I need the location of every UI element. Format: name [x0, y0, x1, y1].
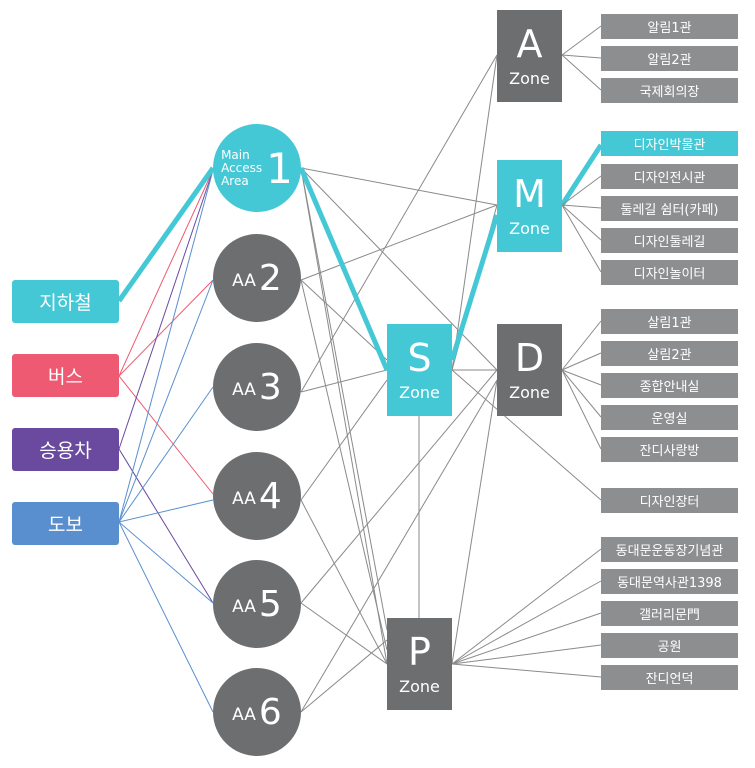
main-access-area-label: Main Access Area — [221, 147, 263, 188]
place-operations-room: 운영실 — [601, 405, 738, 430]
place-history-museum: 동대문역사관1398 — [601, 569, 738, 594]
access-mode-links — [116, 166, 216, 713]
place-allim-1: 알림1관 — [601, 14, 738, 39]
zone-m: M Zone — [497, 160, 562, 252]
place-salim-2: 살림2관 — [601, 341, 738, 366]
access-mode-subway: 지하철 — [12, 280, 119, 323]
place-gallery-gate: 갤러리문門 — [601, 601, 738, 626]
place-jandi-room: 잔디사랑방 — [601, 437, 738, 462]
place-conference-hall: 국제회의장 — [601, 78, 738, 103]
zone-s: S Zone — [387, 324, 452, 416]
main-access-area-number: 1 — [266, 143, 293, 193]
main-path-links — [298, 143, 604, 371]
access-mode-bus: 버스 — [12, 354, 119, 397]
place-dulle-cafe: 둘레길 쉼터(카페) — [601, 196, 738, 221]
place-design-dullegil: 디자인둘레길 — [601, 228, 738, 253]
place-design-market: 디자인장터 — [601, 488, 738, 513]
zone-d: D Zone — [497, 324, 562, 416]
area-zone-links — [300, 54, 602, 713]
access-mode-car: 승용차 — [12, 428, 119, 471]
place-salim-1: 살림1관 — [601, 309, 738, 334]
main-access-area-node: Main Access Area 1 — [213, 124, 301, 212]
place-design-museum: 디자인박물관 — [601, 131, 738, 156]
place-stadium-memorial: 동대문운동장기념관 — [601, 537, 738, 562]
access-mode-walk: 도보 — [12, 502, 119, 545]
zone-p: P Zone — [387, 618, 452, 710]
place-allim-2: 알림2관 — [601, 46, 738, 71]
zone-place-links — [451, 25, 602, 678]
place-grass-hill: 잔디언덕 — [601, 665, 738, 690]
place-design-playground: 디자인놀이터 — [601, 260, 738, 285]
place-park: 공원 — [601, 633, 738, 658]
zone-a: A Zone — [497, 10, 562, 102]
place-info-center: 종합안내실 — [601, 373, 738, 398]
place-design-exhibition-hall: 디자인전시관 — [601, 164, 738, 189]
